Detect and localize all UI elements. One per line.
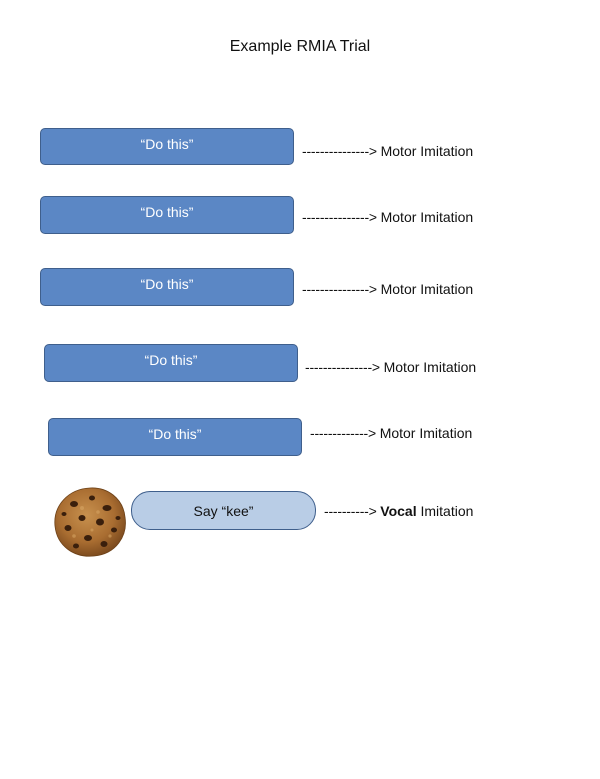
arrow-2: --------------->	[302, 209, 381, 225]
arrow-4: --------------->	[305, 359, 384, 375]
arrow-3: --------------->	[302, 281, 381, 297]
do-this-box-1: “Do this”	[40, 128, 294, 165]
motor-imitation-text-3: Motor Imitation	[380, 281, 474, 297]
do-this-text-5: “Do this”	[148, 426, 202, 442]
motor-imitation-label-1: ---------------> Motor Imitation	[302, 142, 473, 160]
arrow-5: ------------->	[310, 425, 380, 441]
motor-imitation-text-1: Motor Imitation	[380, 143, 474, 159]
motor-imitation-text-5: Motor Imitation	[379, 425, 473, 441]
motor-imitation-label-5: -------------> Motor Imitation	[310, 424, 472, 442]
imitation-text: Imitation	[416, 503, 474, 519]
motor-imitation-label-2: ---------------> Motor Imitation	[302, 208, 473, 226]
do-this-box-2: “Do this”	[40, 196, 294, 234]
motor-imitation-text-2: Motor Imitation	[380, 209, 474, 225]
do-this-box-5: “Do this”	[48, 418, 302, 456]
do-this-text-2: “Do this”	[140, 204, 194, 220]
motor-imitation-label-3: ---------------> Motor Imitation	[302, 280, 473, 298]
arrow-vocal: ---------->	[324, 503, 381, 519]
motor-imitation-text-4: Motor Imitation	[383, 359, 477, 375]
vocal-bold-text: Vocal	[380, 503, 417, 519]
do-this-text-1: “Do this”	[140, 135, 194, 152]
do-this-text-3: “Do this”	[140, 276, 194, 292]
vocal-imitation-label: ----------> Vocal Imitation	[324, 502, 473, 520]
cookie-image	[54, 487, 126, 557]
say-kee-text: Say “kee”	[193, 502, 254, 519]
do-this-box-3: “Do this”	[40, 268, 294, 306]
do-this-text-4: “Do this”	[144, 352, 198, 368]
page-title: Example RMIA Trial	[229, 38, 371, 55]
say-kee-box: Say “kee”	[131, 491, 316, 530]
arrow-1: --------------->	[302, 143, 381, 159]
motor-imitation-label-4: ---------------> Motor Imitation	[305, 358, 476, 376]
do-this-box-4: “Do this”	[44, 344, 298, 382]
